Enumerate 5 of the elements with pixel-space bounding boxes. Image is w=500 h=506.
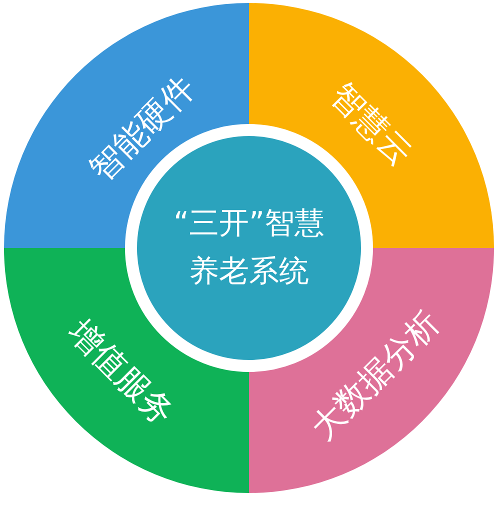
segment-label: 大数据分析 (305, 305, 445, 445)
segment-label: 智慧云 (325, 77, 419, 171)
segment-label: 智能硬件 (84, 70, 200, 186)
center-title: “三开”智慧养老系统 (172, 205, 326, 291)
segment-label: 增值服务 (64, 314, 180, 430)
